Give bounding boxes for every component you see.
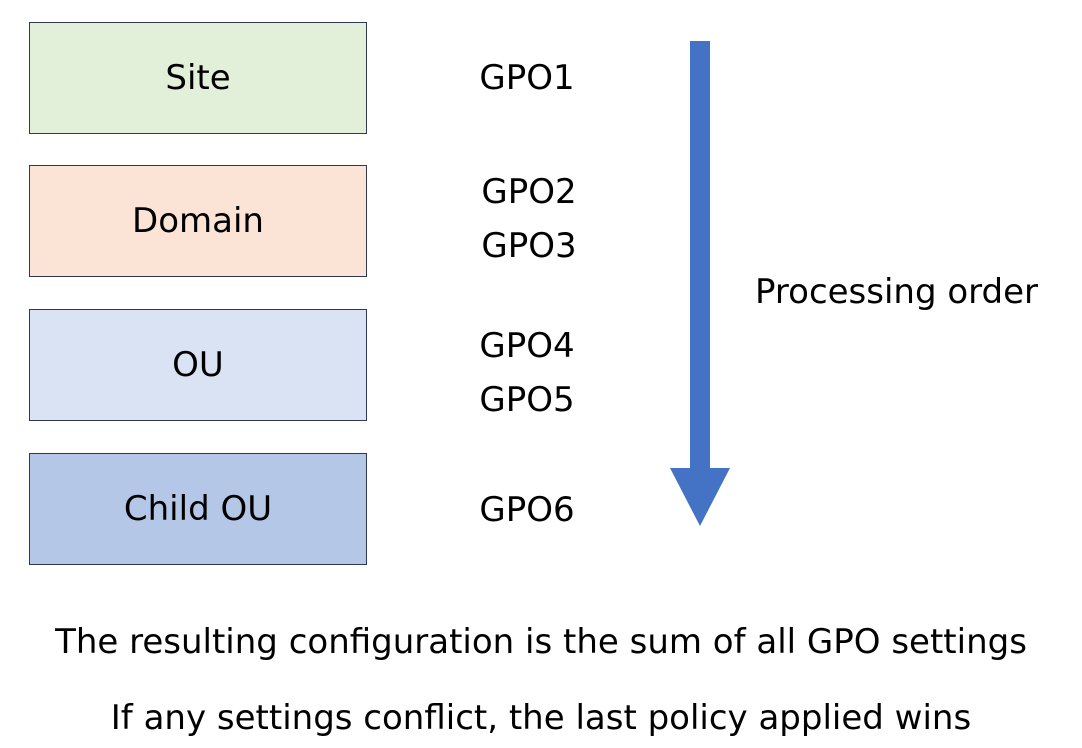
gpo-group-ou: GPO4 GPO5 (427, 319, 627, 427)
gpo-label: GPO1 (479, 58, 575, 98)
caption-sum: The resulting configuration is the sum o… (55, 622, 1027, 662)
level-box-domain: Domain (29, 165, 367, 277)
gpo-group-domain: GPO2 GPO3 (429, 165, 629, 273)
gpo-label: GPO5 (479, 380, 575, 420)
gpo-label: GPO6 (479, 490, 575, 530)
gpo-label: GPO2 (481, 172, 577, 212)
gpo-label: GPO4 (479, 326, 575, 366)
processing-order-label: Processing order (755, 272, 1039, 312)
level-box-child-ou: Child OU (29, 453, 367, 565)
processing-order-arrow (670, 41, 730, 526)
level-label: Site (165, 58, 231, 98)
caption-conflict: If any settings conflict, the last polic… (110, 698, 972, 738)
gpo-label: GPO3 (481, 226, 577, 266)
level-label: OU (172, 345, 224, 385)
gpo-group-site: GPO1 (427, 51, 627, 105)
level-box-ou: OU (29, 309, 367, 421)
gpo-group-child-ou: GPO6 (427, 483, 627, 537)
level-label: Child OU (123, 489, 273, 529)
level-label: Domain (132, 201, 264, 241)
level-box-site: Site (29, 22, 367, 134)
